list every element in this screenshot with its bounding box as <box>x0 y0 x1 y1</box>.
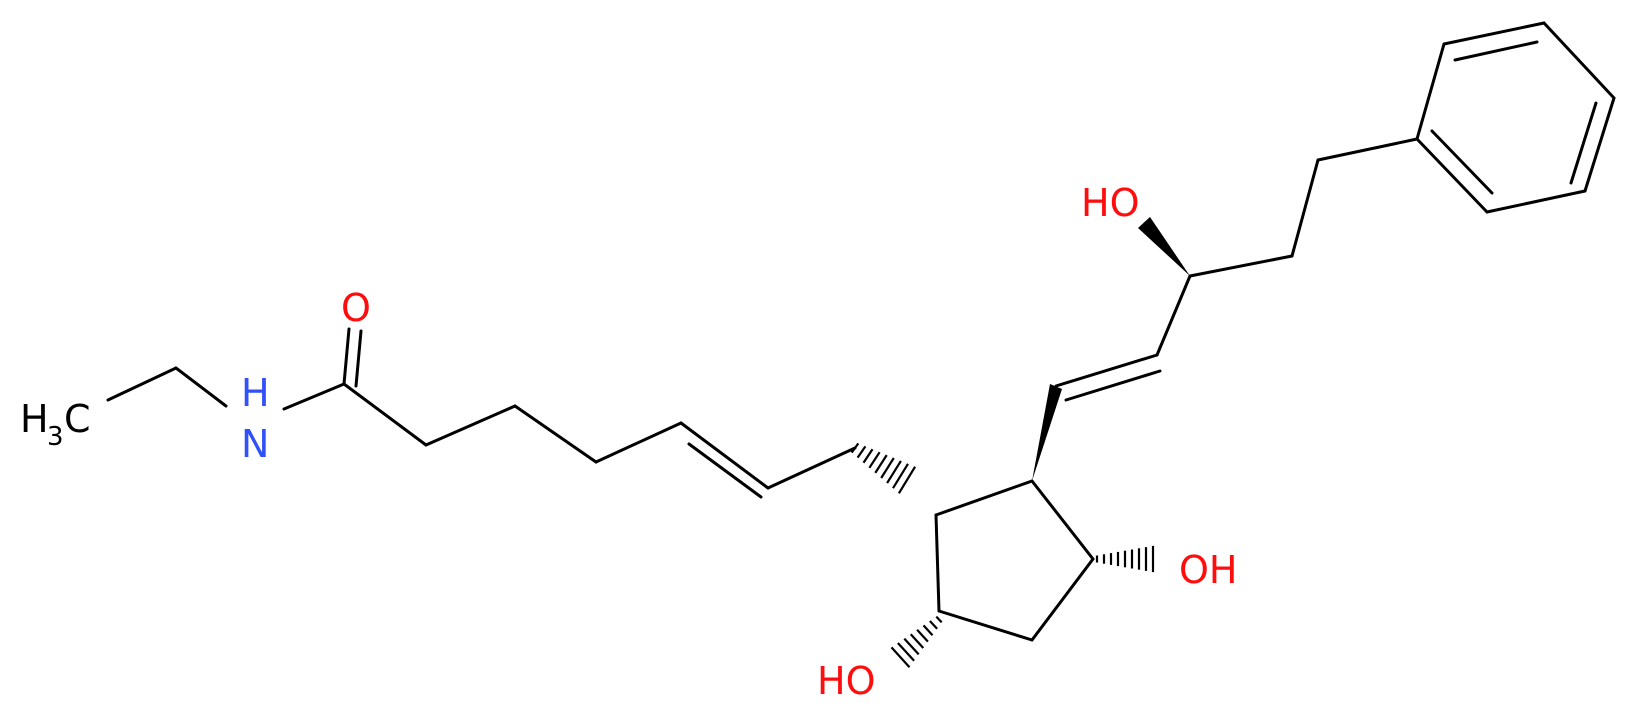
ring-bond-3 <box>1030 557 1095 642</box>
methyl-h-label: H <box>20 397 49 441</box>
benzene-bond-3 <box>1542 21 1616 100</box>
amide-h-label: H <box>241 371 270 415</box>
benzene-bond-2 <box>1442 21 1546 46</box>
hash-bond-chain-ring <box>850 442 917 494</box>
carbonyl-o-label: O <box>341 286 371 330</box>
ring-bond-2 <box>1030 479 1095 561</box>
methyl-subscript-label: 3 <box>47 422 64 452</box>
wedge-bond-ring-sidechain <box>1032 384 1062 481</box>
bond-side-1 <box>1054 353 1159 388</box>
benzene-bond-5 <box>1485 189 1587 214</box>
bond-carbonyl-double-a <box>342 327 351 386</box>
bond-side-2 <box>1155 274 1192 357</box>
bond-ch3-ch2 <box>106 366 178 402</box>
ring-oh-bottom-label: HO <box>817 659 875 703</box>
bond-side-4 <box>1290 158 1320 258</box>
side-chain-oh-label: HO <box>1081 181 1139 225</box>
bond-chain-2 <box>424 404 517 447</box>
bond-side-3 <box>1188 254 1294 278</box>
bond-chain-3 <box>513 404 598 464</box>
bond-n-carbonyl <box>282 382 346 411</box>
wedge-bond-side-oh <box>1138 217 1190 276</box>
hash-bond-ring-oh-bottom <box>890 615 943 668</box>
bond-side-5 <box>1316 137 1419 162</box>
bond-ch2-n <box>174 366 228 408</box>
methyl-c-label: C <box>64 397 91 441</box>
bond-chain-4 <box>594 421 683 464</box>
ring-oh-right-label: OH <box>1179 548 1237 592</box>
benzene-bond-4 <box>1583 96 1616 193</box>
ring-bond-4 <box>937 609 1034 642</box>
benzene-bond-2-inner <box>1453 40 1539 62</box>
bond-chain-6 <box>766 446 857 490</box>
benzene-bond-4-inner <box>1569 101 1598 185</box>
bond-carbonyl-double-b <box>354 329 363 388</box>
amide-n-label: N <box>241 422 269 466</box>
benzene-bond-6 <box>1415 137 1489 214</box>
ring-bond-5 <box>934 513 941 613</box>
benzene-bond-1 <box>1415 42 1446 141</box>
benzene-bond-6-inner <box>1430 129 1494 195</box>
ring-bond-1 <box>934 479 1034 517</box>
bond-chain-1 <box>342 382 428 447</box>
bond-chain-5-double <box>687 442 763 499</box>
bond-side-1-double <box>1064 369 1162 402</box>
bond-chain-5 <box>679 421 770 490</box>
hash-bond-ring-oh-right <box>1095 545 1155 573</box>
